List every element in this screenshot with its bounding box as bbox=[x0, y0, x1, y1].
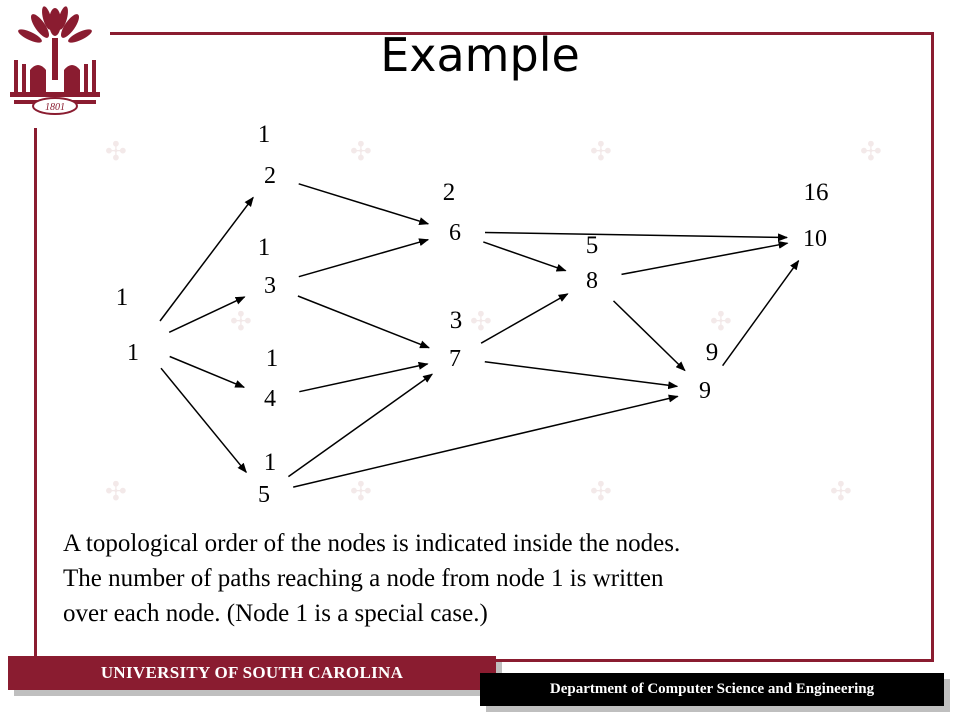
edge-1-to-4 bbox=[169, 355, 246, 388]
node-label: 1 bbox=[127, 340, 139, 366]
watermark-glyph: ✣ bbox=[350, 137, 372, 167]
watermark-glyph: ✣ bbox=[710, 307, 732, 337]
path-count-label: 16 bbox=[804, 179, 829, 206]
edge-6-to-10 bbox=[484, 231, 788, 242]
node-circle bbox=[686, 371, 724, 409]
node-label: 4 bbox=[264, 386, 276, 412]
node-circle bbox=[436, 213, 474, 251]
node-circle bbox=[251, 266, 289, 304]
path-count-label: 3 bbox=[450, 307, 463, 334]
node-circle bbox=[573, 261, 611, 299]
edge-5-to-7 bbox=[287, 373, 434, 478]
caption-line: The number of paths reaching a node from… bbox=[63, 565, 664, 592]
node-label: 2 bbox=[264, 163, 276, 189]
watermark-glyph: ✣ bbox=[860, 137, 882, 167]
node-2: 21 bbox=[251, 121, 289, 194]
node-4: 41 bbox=[251, 345, 289, 417]
caption-line: A topological order of the nodes is indi… bbox=[63, 530, 681, 557]
caption-line: over each node. (Node 1 is a special cas… bbox=[63, 600, 488, 627]
node-circle bbox=[123, 326, 161, 364]
university-logo: 1801 bbox=[0, 0, 110, 128]
node-10: 10 16 bbox=[792, 179, 838, 257]
edge-1-to-2 bbox=[159, 196, 254, 322]
node-label: 10 bbox=[803, 226, 827, 252]
node-label: 6 bbox=[449, 220, 461, 246]
path-count-label: 1 bbox=[116, 284, 129, 311]
node-label: 8 bbox=[586, 268, 598, 294]
edge-1-to-5 bbox=[160, 367, 247, 474]
node-6: 62 bbox=[436, 179, 474, 251]
edge-7-to-9 bbox=[484, 361, 679, 390]
watermark-glyph: ✣ bbox=[105, 137, 127, 167]
edge-8-to-10 bbox=[621, 240, 789, 276]
watermark-glyph: ✣ bbox=[830, 477, 852, 507]
path-count-label: 9 bbox=[706, 339, 719, 366]
logo-year: 1801 bbox=[45, 102, 65, 113]
node-circle bbox=[245, 475, 283, 513]
node-circle bbox=[436, 339, 474, 377]
node-5: 51 bbox=[245, 449, 283, 513]
university-footer: UNIVERSITY OF SOUTH CAROLINA bbox=[8, 656, 496, 690]
path-count-label: 1 bbox=[258, 234, 271, 261]
edge-6-to-8 bbox=[483, 241, 567, 272]
node-7: 73 bbox=[436, 307, 474, 377]
path-count-label: 1 bbox=[264, 449, 277, 476]
edge-4-to-7 bbox=[299, 361, 429, 393]
node-9: 99 bbox=[686, 339, 724, 409]
node-label: 7 bbox=[449, 346, 461, 372]
edge-3-to-6 bbox=[298, 238, 430, 278]
path-count-label: 1 bbox=[258, 121, 271, 148]
watermark-glyph: ✣ bbox=[350, 477, 372, 507]
path-count-label: 1 bbox=[266, 345, 279, 372]
edge-7-to-8 bbox=[480, 293, 569, 344]
edge-3-to-7 bbox=[297, 295, 430, 349]
edge-2-to-6 bbox=[298, 183, 430, 225]
node-1: 11 bbox=[116, 284, 161, 366]
node-label: 3 bbox=[264, 273, 276, 299]
edge-9-to-10 bbox=[721, 259, 800, 367]
node-3: 31 bbox=[251, 234, 289, 304]
watermark-glyph: ✣ bbox=[230, 307, 252, 337]
watermark-glyph: ✣ bbox=[470, 307, 492, 337]
node-circle bbox=[251, 156, 289, 194]
watermark-glyph: ✣ bbox=[590, 477, 612, 507]
path-count-label: 2 bbox=[443, 179, 456, 206]
slide-title: Example bbox=[380, 28, 580, 82]
node-8: 85 bbox=[573, 232, 611, 299]
watermark-glyph: ✣ bbox=[590, 137, 612, 167]
node-circle bbox=[251, 379, 289, 417]
edge-1-to-3 bbox=[168, 296, 246, 333]
node-label: 9 bbox=[699, 378, 711, 404]
department-footer: Department of Computer Science and Engin… bbox=[480, 673, 944, 706]
node-circle bbox=[792, 219, 838, 257]
caption: A topological order of the nodes is indi… bbox=[63, 526, 883, 631]
watermark-glyph: ✣ bbox=[105, 477, 127, 507]
edge-8-to-9 bbox=[612, 300, 686, 372]
node-label: 5 bbox=[258, 482, 270, 508]
edge-5-to-9 bbox=[293, 394, 679, 488]
path-count-label: 5 bbox=[586, 232, 599, 259]
